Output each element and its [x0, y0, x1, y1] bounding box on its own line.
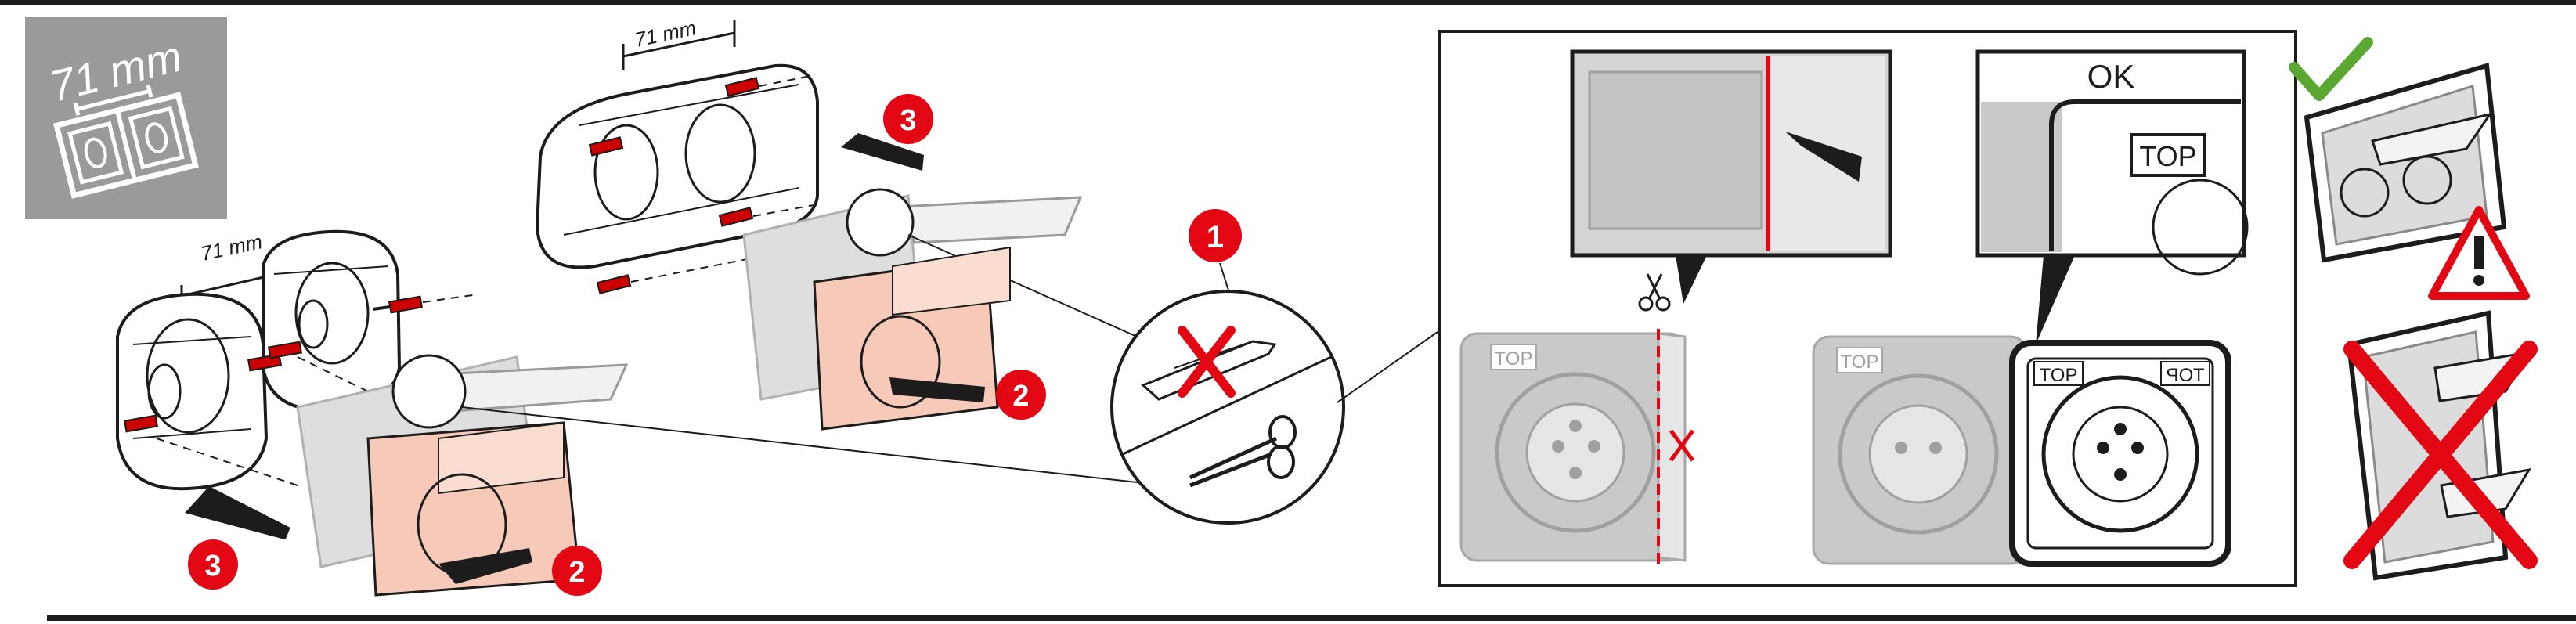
left-exploded-view: 71 mm: [116, 229, 1152, 597]
cut-zoom-box: [1570, 49, 1892, 304]
mechanism-top-label: TOP: [1841, 352, 1879, 373]
correct-orientation: [2289, 37, 2507, 263]
left-zoom-circle: [391, 354, 467, 429]
left-guides: [156, 294, 478, 486]
cross-icon: [2343, 341, 2538, 569]
step-badge-push-right: 3: [883, 94, 933, 144]
check-icon: [2289, 37, 2373, 101]
ok-zoom-box: OK TOP: [1975, 49, 2249, 344]
left-dimension-label: 71 mm: [199, 229, 265, 265]
cross-icon: [1178, 326, 1236, 398]
badge-background: [25, 17, 227, 219]
step-number: 2: [568, 556, 585, 589]
mechanism-top-label: TOP: [2040, 365, 2078, 386]
step-badge-insert-left: 2: [552, 546, 602, 596]
step-number: 2: [1012, 380, 1029, 413]
cut-instruction: 1: [1110, 209, 1438, 525]
ok-label: OK: [2087, 58, 2135, 95]
mechanism-ok: TOP TOP: [2009, 340, 2231, 567]
spacing-badge: 71 mm: [25, 17, 227, 219]
left-flush-box-b: [262, 229, 402, 413]
double-socket-icon: [52, 84, 199, 199]
cut-circle: [1110, 290, 1345, 525]
top-insert-arrow: [889, 377, 985, 402]
step-number: 1: [1207, 220, 1224, 254]
ok-top-label: TOP: [2139, 140, 2196, 172]
left-screws: [123, 295, 424, 433]
mechanism-top-label: TOP: [1495, 348, 1533, 370]
warning-icon: [2428, 206, 2530, 300]
top-zoom-circle: [846, 188, 915, 257]
mechanism-top-label-mirror: TOP: [2167, 365, 2205, 386]
scissors-icon: [1189, 415, 1297, 488]
step-badge-push-left: 3: [188, 539, 238, 590]
left-zoom-leader: [461, 406, 1152, 485]
cross-icon: [1669, 429, 1695, 462]
left-flush-box-a: [116, 292, 269, 491]
step-number: 3: [204, 550, 221, 583]
step-badge-insert-right: 2: [996, 370, 1046, 420]
left-push-arrow: [185, 486, 290, 540]
top-push-arrow: [841, 133, 924, 171]
cut-pointer-arrow: [1785, 132, 1862, 182]
mechanism-cut: TOP: [1459, 273, 1695, 567]
top-exploded-view: 71 mm: [535, 16, 1152, 431]
scissors-icon: [1638, 273, 1671, 312]
top-dimension-label: 71 mm: [633, 16, 698, 52]
mechanism-gray: TOP: [1812, 335, 2028, 565]
step-number: 3: [900, 104, 916, 137]
incorrect-orientation: [2343, 310, 2538, 581]
left-insert-arrow: [438, 548, 532, 584]
top-dimension: 71 mm: [622, 16, 736, 70]
top-zoom-leader: [907, 234, 1152, 344]
top-screws: [588, 77, 760, 294]
detail-panel: OK TOP TOP: [1438, 30, 2297, 587]
top-rule: [0, 0, 2576, 5]
bottom-rule: [47, 615, 2576, 621]
step-badge-cut: 1: [1189, 209, 1242, 262]
cut-circle-divider: [1122, 355, 1332, 456]
